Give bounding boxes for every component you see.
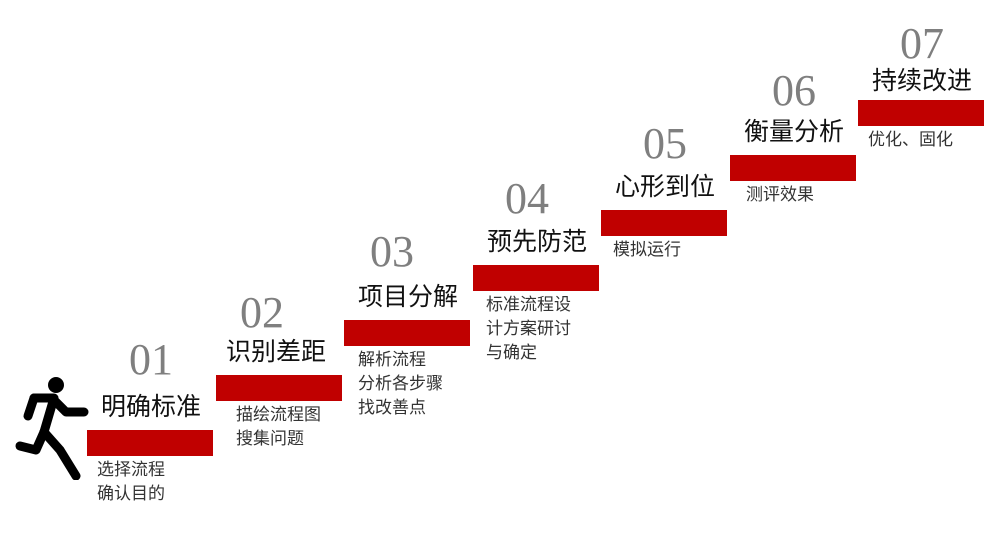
step-number: 02 [240,288,284,337]
step-number: 04 [505,174,549,223]
step-number: 06 [772,66,816,115]
step-number: 05 [643,119,687,168]
step-title: 预先防范 [486,227,587,256]
step-title: 明确标准 [100,392,201,421]
step-description: 优化、固化 [868,130,953,150]
step-number: 03 [370,227,414,276]
step-title: 衡量分析 [743,117,844,146]
step-title: 项目分解 [357,282,458,311]
step-title: 持续改进 [871,66,972,95]
step-bar [473,265,599,291]
step-bar [344,320,470,346]
step-bar [87,430,213,456]
step-description: 解析流程 分析各步骤 找改善点 [358,350,443,418]
step-title: 识别差距 [225,337,326,366]
step-bar [858,100,984,126]
step-description: 描绘流程图 搜集问题 [236,405,321,449]
step-description: 选择流程 确认目的 [97,460,165,504]
step-number: 01 [129,335,173,384]
step-description: 标准流程设 计方案研讨 与确定 [486,295,571,363]
step-bar [601,210,727,236]
step-description: 模拟运行 [613,240,681,260]
step-description: 测评效果 [746,185,814,205]
running-person-icon [15,377,89,480]
step-title: 心形到位 [614,172,715,201]
step-bar [730,155,856,181]
step-bar [216,375,342,401]
step-number: 07 [900,19,944,68]
